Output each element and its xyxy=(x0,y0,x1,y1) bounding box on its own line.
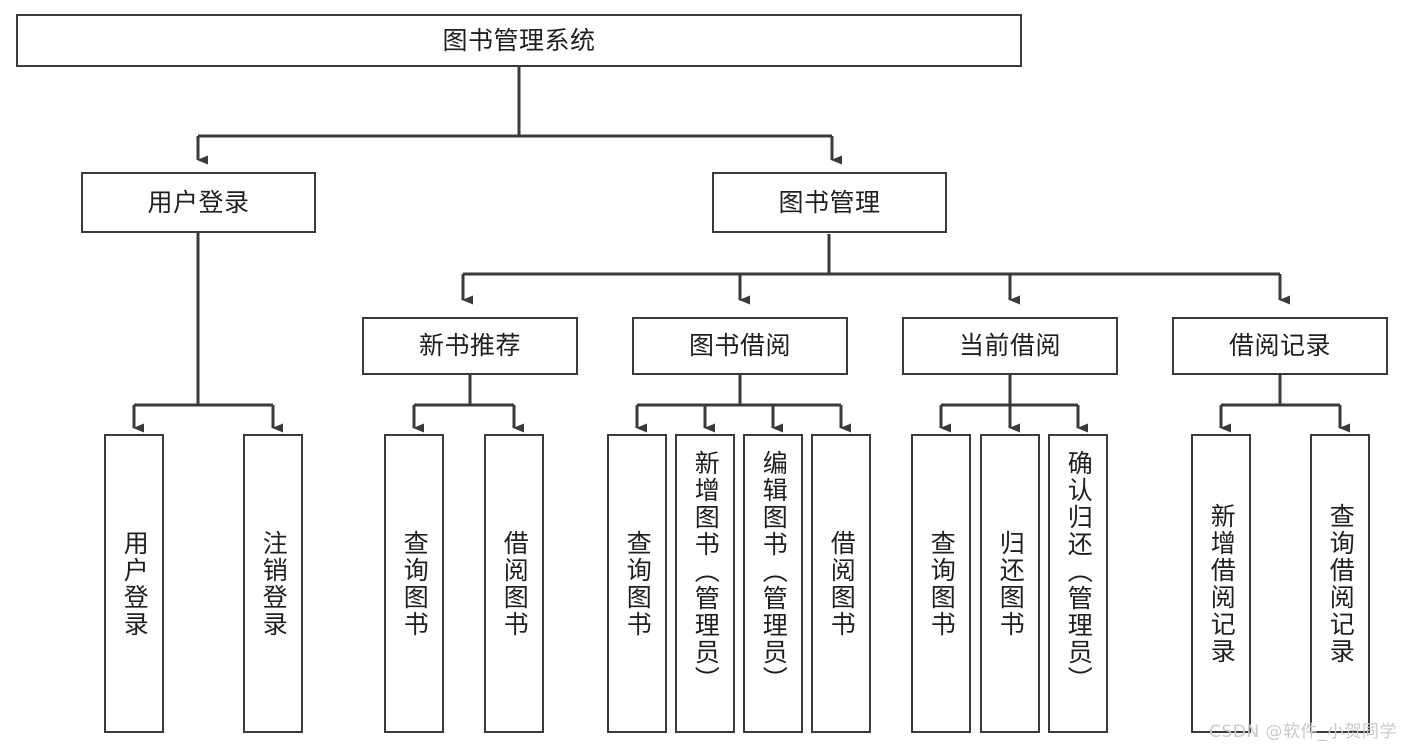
leaf-user-login-logout[interactable]: 注销登录 xyxy=(243,434,303,733)
node-borrow-record[interactable]: 借阅记录 xyxy=(1172,317,1388,375)
node-label: 归还图书 xyxy=(996,529,1026,638)
leaf-borrow-record-add-record[interactable]: 新增借阅记录 xyxy=(1191,434,1251,733)
node-label: 借阅记录 xyxy=(1228,331,1331,360)
node-root-book-management-system[interactable]: 图书管理系统 xyxy=(16,14,1022,67)
node-label: 新书推荐 xyxy=(418,331,521,360)
node-label: 查询图书 xyxy=(400,529,430,638)
node-new-book-recommend[interactable]: 新书推荐 xyxy=(362,317,578,375)
node-label: 借阅图书 xyxy=(827,529,857,638)
leaf-current-borrow-return-book[interactable]: 归还图书 xyxy=(980,434,1040,733)
node-label: 注销登录 xyxy=(259,529,289,638)
leaf-book-borrow-add-book-admin[interactable]: 新增图书（管理员） xyxy=(675,434,735,733)
node-label: 用户登录 xyxy=(120,529,150,638)
leaf-current-borrow-query-book[interactable]: 查询图书 xyxy=(911,434,971,733)
leaf-book-borrow-borrow-book[interactable]: 借阅图书 xyxy=(811,434,871,733)
node-current-borrow[interactable]: 当前借阅 xyxy=(902,317,1118,375)
node-label: 编辑图书（管理员） xyxy=(759,450,789,693)
node-label: 借阅图书 xyxy=(500,529,530,638)
node-label: 图书管理系统 xyxy=(442,25,596,55)
leaf-current-borrow-confirm-return-admin[interactable]: 确认归还（管理员） xyxy=(1048,434,1108,733)
node-label: 查询图书 xyxy=(623,529,653,638)
node-book-management[interactable]: 图书管理 xyxy=(712,172,947,233)
node-label: 新增借阅记录 xyxy=(1207,502,1237,665)
leaf-book-borrow-edit-book-admin[interactable]: 编辑图书（管理员） xyxy=(743,434,803,733)
node-label: 图书管理 xyxy=(778,187,881,217)
node-user-login[interactable]: 用户登录 xyxy=(81,172,316,233)
node-label: 查询借阅记录 xyxy=(1326,502,1356,665)
csdn-watermark: CSDN @软件_小贺同学 xyxy=(1209,722,1397,742)
leaf-book-borrow-query-book[interactable]: 查询图书 xyxy=(607,434,667,733)
node-label: 用户登录 xyxy=(147,187,250,217)
leaf-new-book-borrow-book[interactable]: 借阅图书 xyxy=(484,434,544,733)
node-label: 新增图书（管理员） xyxy=(691,450,721,693)
leaf-borrow-record-query-record[interactable]: 查询借阅记录 xyxy=(1310,434,1370,733)
leaf-new-book-query-book[interactable]: 查询图书 xyxy=(384,434,444,733)
node-book-borrow[interactable]: 图书借阅 xyxy=(632,317,848,375)
leaf-user-login-do-login[interactable]: 用户登录 xyxy=(104,434,164,733)
node-label: 当前借阅 xyxy=(958,331,1061,360)
node-label: 确认归还（管理员） xyxy=(1064,450,1094,693)
node-label: 查询图书 xyxy=(927,529,957,638)
node-label: 图书借阅 xyxy=(688,331,791,360)
